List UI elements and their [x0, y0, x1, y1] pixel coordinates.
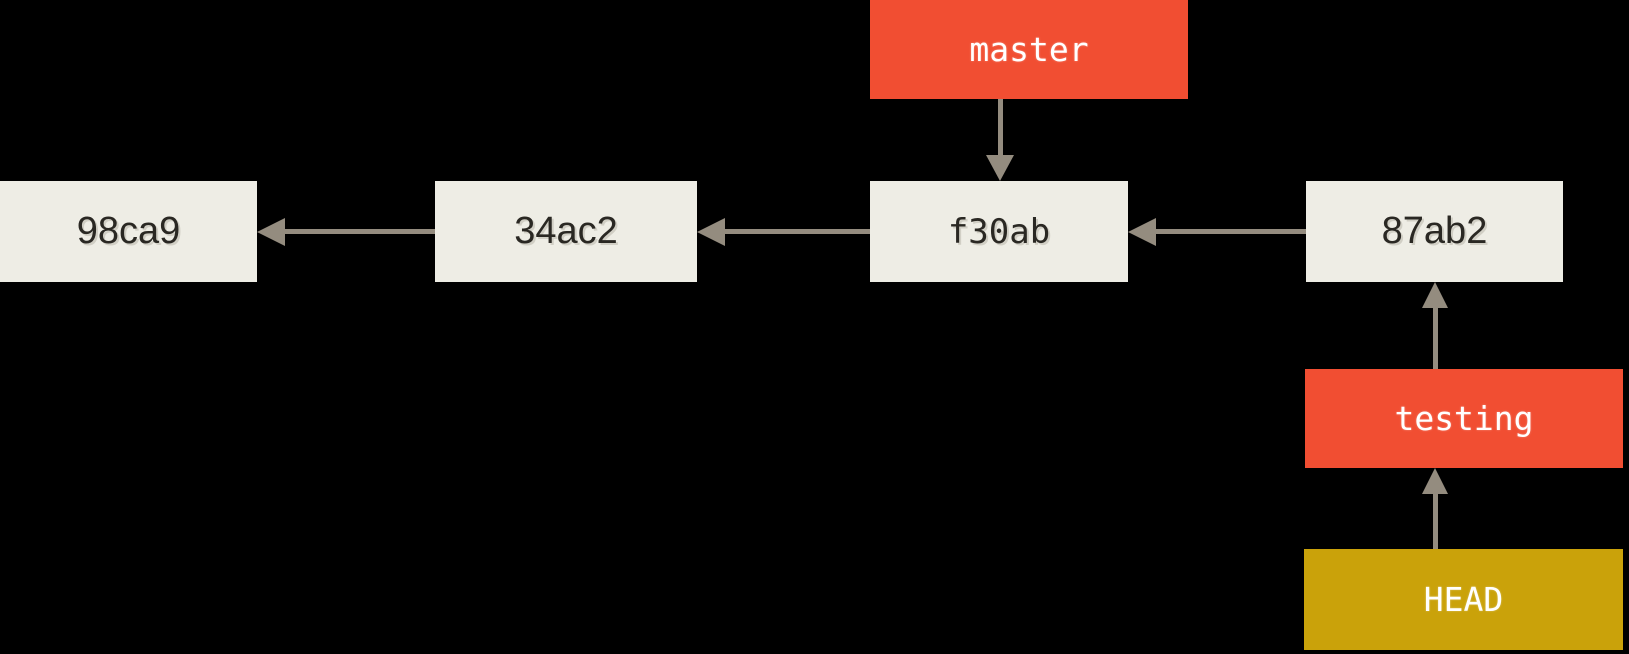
arrow-87ab2-to-f30ab-line [1154, 229, 1306, 234]
branch-label-testing-text: testing [1394, 399, 1534, 438]
head-label: HEAD [1304, 549, 1623, 650]
branch-label-master: master [870, 0, 1188, 99]
arrow-master-to-f30ab-line [998, 99, 1003, 157]
commit-box-f30ab: f30ab [870, 181, 1128, 282]
commit-hash-f30ab: f30ab [947, 211, 1051, 252]
arrow-head-to-testing-arrowhead-icon [1422, 468, 1448, 494]
branch-label-testing: testing [1305, 369, 1623, 468]
commit-hash-34ac2: 34ac2 [514, 210, 618, 252]
arrow-34ac2-to-98ca9-line [283, 229, 435, 234]
arrow-87ab2-to-f30ab-arrowhead-icon [1128, 218, 1156, 246]
commit-hash-98ca9: 98ca9 [76, 210, 181, 252]
commit-box-87ab2: 87ab2 [1306, 181, 1563, 282]
arrow-testing-to-87ab2-line [1433, 306, 1438, 369]
arrow-34ac2-to-98ca9-arrowhead-icon [257, 218, 285, 246]
head-label-text: HEAD [1423, 580, 1504, 619]
arrow-head-to-testing-line [1433, 492, 1438, 549]
branch-label-master-text: master [969, 30, 1089, 69]
arrow-master-to-f30ab-arrowhead-icon [986, 155, 1014, 181]
arrow-f30ab-to-34ac2-arrowhead-icon [697, 218, 725, 246]
arrow-testing-to-87ab2-arrowhead-icon [1422, 282, 1448, 308]
arrow-f30ab-to-34ac2-line [723, 229, 870, 234]
commit-hash-87ab2: 87ab2 [1381, 210, 1488, 252]
commit-box-34ac2: 34ac2 [435, 181, 697, 282]
commit-box-98ca9: 98ca9 [0, 181, 257, 282]
